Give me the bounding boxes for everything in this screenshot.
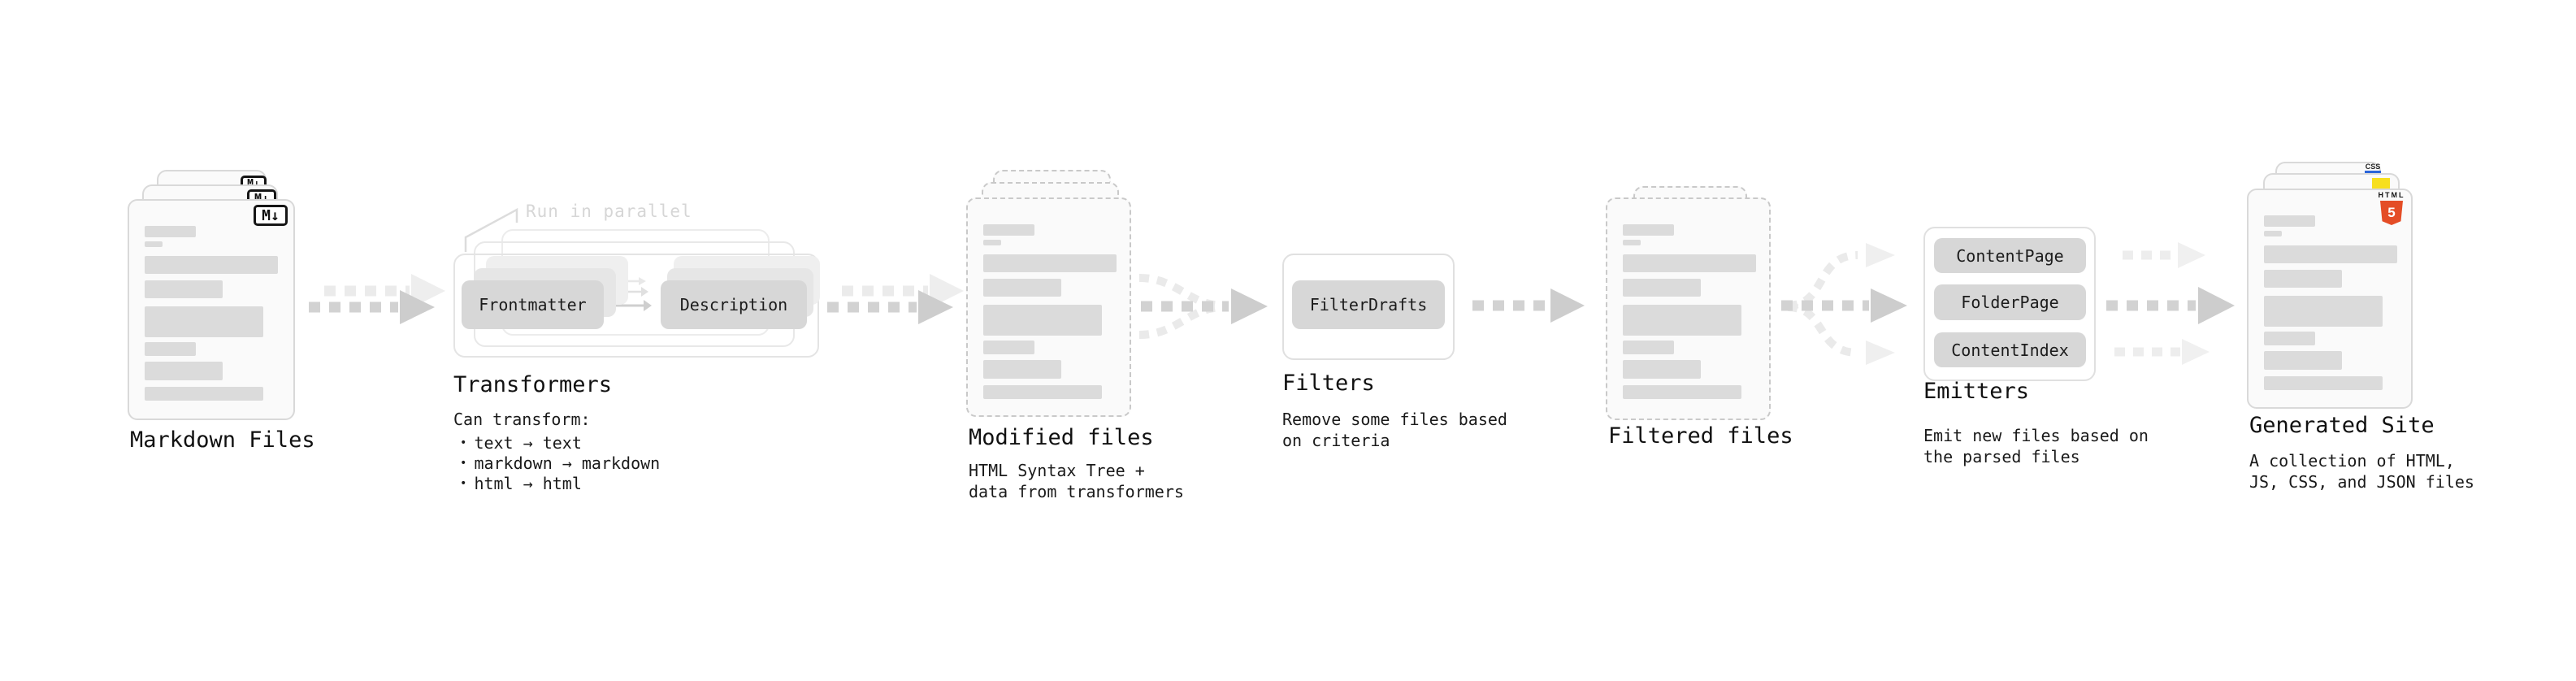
placeholder-line bbox=[1623, 385, 1741, 399]
placeholder-line bbox=[983, 340, 1034, 354]
placeholder-line bbox=[2264, 245, 2397, 263]
bullet-icon: • bbox=[460, 456, 467, 470]
css-icon: CSS bbox=[2365, 163, 2381, 173]
placeholder-line bbox=[983, 305, 1102, 336]
html5-icon: HTML 5 bbox=[2377, 192, 2406, 225]
stage-label-generated-site: Generated Site bbox=[2249, 413, 2435, 438]
stage-label-modified-files: Modified files bbox=[969, 425, 1154, 450]
transformers-bullet-list: • text → text • markdown → markdown • ht… bbox=[460, 432, 660, 493]
markdown-file-card-front bbox=[128, 199, 295, 420]
bullet-icon: • bbox=[460, 436, 467, 449]
placeholder-line bbox=[2264, 215, 2315, 227]
bullet-icon: • bbox=[460, 476, 467, 490]
placeholder-line bbox=[1623, 240, 1641, 245]
description-line: data from transformers bbox=[969, 482, 1184, 501]
description-line: Remove some files based bbox=[1282, 410, 1507, 429]
description-line: A collection of HTML, bbox=[2249, 451, 2455, 471]
placeholder-line bbox=[983, 224, 1034, 236]
contentindex-pill: ContentIndex bbox=[1934, 332, 2086, 367]
description-line: the parsed files bbox=[1923, 447, 2080, 466]
placeholder-line bbox=[145, 362, 223, 380]
placeholder-line bbox=[145, 226, 196, 237]
placeholder-line bbox=[983, 385, 1102, 399]
placeholder-line bbox=[145, 256, 278, 274]
placeholder-line bbox=[145, 241, 163, 247]
placeholder-line bbox=[145, 342, 196, 356]
description-line: Emit new files based on bbox=[1923, 426, 2149, 445]
html5-icon-word: HTML bbox=[2378, 191, 2405, 199]
run-in-parallel-note: Run in parallel bbox=[526, 202, 692, 221]
placeholder-line bbox=[1623, 279, 1701, 297]
description-line: JS, CSS, and JSON files bbox=[2249, 472, 2474, 492]
arrow-filtered-to-emitters bbox=[1781, 243, 1907, 365]
generated-site-description: A collection of HTML, JS, CSS, and JSON … bbox=[2249, 450, 2474, 492]
bullet-text: html → html bbox=[474, 473, 582, 493]
contentpage-pill: ContentPage bbox=[1934, 238, 2086, 273]
placeholder-line bbox=[2264, 270, 2342, 288]
description-line: HTML Syntax Tree + bbox=[969, 461, 1145, 480]
placeholder-line bbox=[1623, 254, 1756, 272]
placeholder-line bbox=[983, 360, 1061, 379]
markdown-icon: M↓ bbox=[254, 205, 288, 226]
placeholder-line bbox=[983, 240, 1001, 245]
bullet-text: markdown → markdown bbox=[474, 453, 661, 473]
run-in-parallel-leader-line bbox=[464, 207, 518, 252]
description-line: on criteria bbox=[1282, 431, 1390, 450]
bullet-item: • markdown → markdown bbox=[460, 453, 660, 473]
arrow-markdown-to-transformers bbox=[309, 274, 445, 324]
javascript-icon bbox=[2372, 178, 2390, 189]
bullet-text: text → text bbox=[474, 432, 582, 453]
placeholder-line bbox=[2264, 351, 2342, 370]
filtered-file-card-front bbox=[1606, 197, 1771, 420]
placeholder-line bbox=[1623, 340, 1674, 354]
placeholder-line bbox=[1623, 305, 1741, 336]
placeholder-line bbox=[1623, 224, 1674, 236]
arrow-emitters-to-generated bbox=[2106, 242, 2235, 365]
placeholder-line bbox=[2264, 332, 2315, 345]
css-icon-bar bbox=[2365, 171, 2381, 173]
description-pill: Description bbox=[661, 280, 807, 329]
transformers-intro: Can transform: bbox=[453, 410, 591, 429]
arrow-modified-to-filters bbox=[1138, 274, 1268, 339]
placeholder-line bbox=[145, 280, 223, 298]
placeholder-line bbox=[1623, 360, 1701, 379]
filters-description: Remove some files based on criteria bbox=[1282, 409, 1507, 451]
arrow-filters-to-filtered bbox=[1472, 288, 1585, 323]
folderpage-pill: FolderPage bbox=[1934, 284, 2086, 320]
transformer-container-front bbox=[453, 254, 819, 358]
bullet-item: • html → html bbox=[460, 473, 660, 493]
stage-label-markdown-files: Markdown Files bbox=[130, 427, 315, 453]
placeholder-line bbox=[983, 254, 1117, 272]
placeholder-line bbox=[145, 306, 263, 337]
emitters-description: Emit new files based on the parsed files bbox=[1923, 425, 2149, 467]
css-icon-text: CSS bbox=[2365, 163, 2381, 171]
filterdrafts-pill: FilterDrafts bbox=[1292, 280, 1445, 329]
placeholder-line bbox=[983, 279, 1061, 297]
stage-label-filters: Filters bbox=[1282, 371, 1375, 396]
placeholder-line bbox=[145, 387, 263, 401]
placeholder-line bbox=[2264, 376, 2383, 390]
stage-label-transformers: Transformers bbox=[453, 372, 613, 397]
html5-icon-number: 5 bbox=[2387, 205, 2396, 220]
placeholder-line bbox=[2264, 296, 2383, 327]
modified-files-description: HTML Syntax Tree + data from transformer… bbox=[969, 460, 1184, 502]
generated-file-card-front bbox=[2247, 189, 2413, 409]
stage-label-emitters: Emitters bbox=[1923, 379, 2030, 404]
placeholder-line bbox=[2264, 231, 2282, 236]
modified-file-card-front bbox=[966, 197, 1131, 417]
bullet-item: • text → text bbox=[460, 432, 660, 453]
html5-icon-shield: 5 bbox=[2380, 201, 2403, 225]
stage-label-filtered-files: Filtered files bbox=[1608, 423, 1793, 449]
arrow-transformers-to-modified bbox=[827, 274, 964, 324]
frontmatter-pill: Frontmatter bbox=[462, 280, 604, 329]
